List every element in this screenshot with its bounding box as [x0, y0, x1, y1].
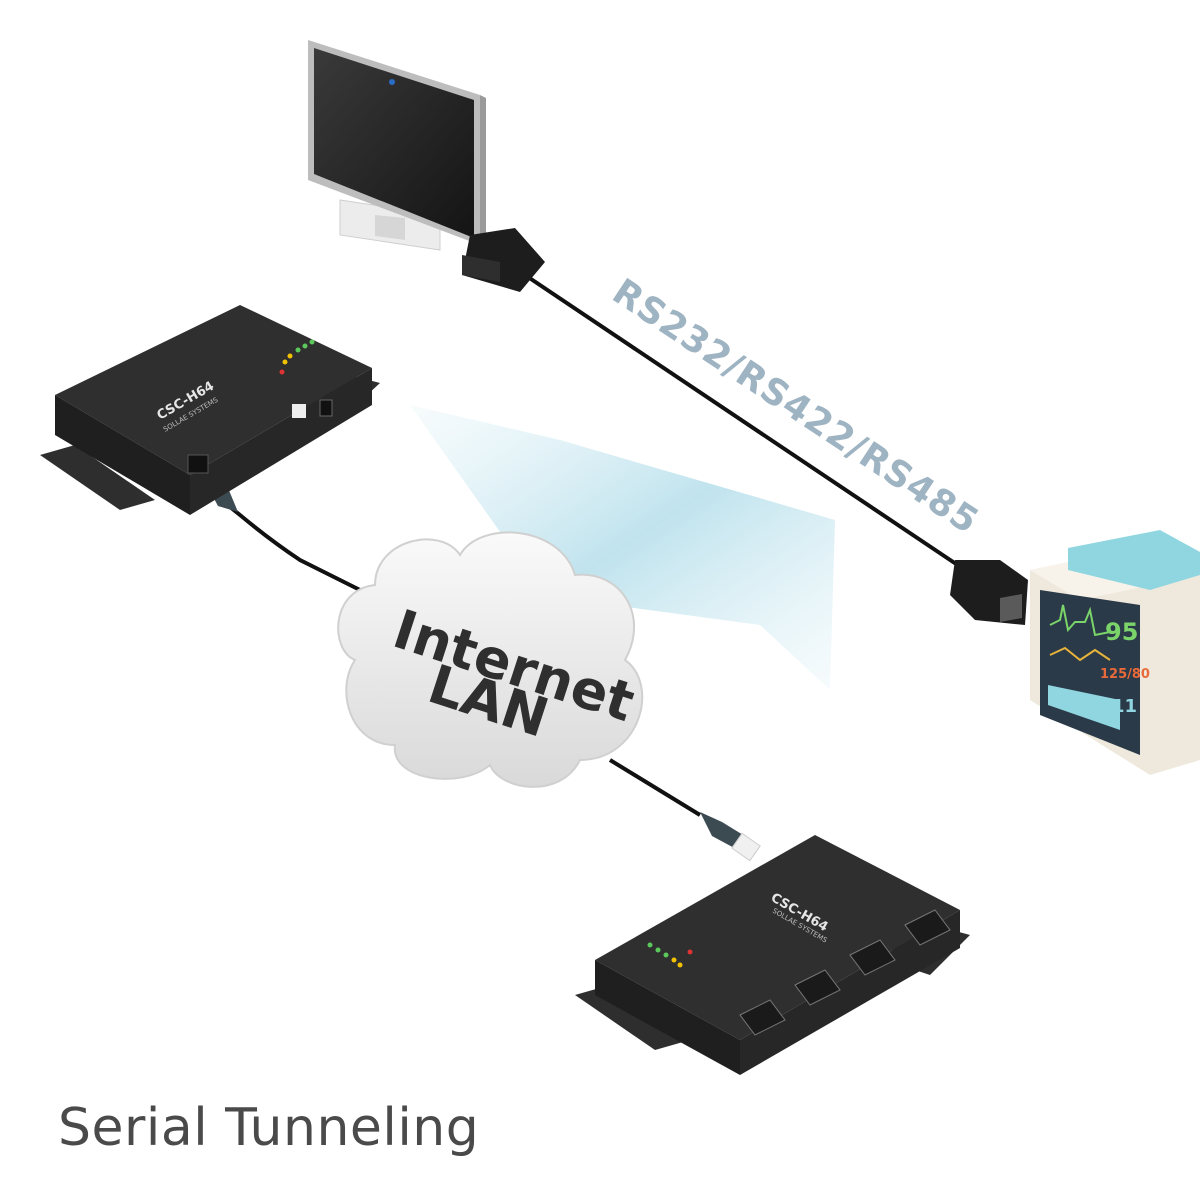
diagram-caption: Serial Tunneling: [58, 1098, 479, 1158]
medical-monitor: 95 125/80 11: [1030, 530, 1200, 775]
db9-connector-device: [950, 560, 1028, 625]
rj45-connector-bottom: [700, 812, 760, 861]
heart-rate-value: 95: [1105, 618, 1138, 646]
spo2-value: 11: [1112, 696, 1137, 717]
device-server-top: CSC-H64 SOLLAE SYSTEMS: [40, 305, 380, 515]
blood-pressure-value: 125/80: [1100, 667, 1150, 682]
pc-monitor: [308, 40, 486, 250]
device-server-bottom: CSC-H64 SOLLAE SYSTEMS: [575, 835, 970, 1075]
